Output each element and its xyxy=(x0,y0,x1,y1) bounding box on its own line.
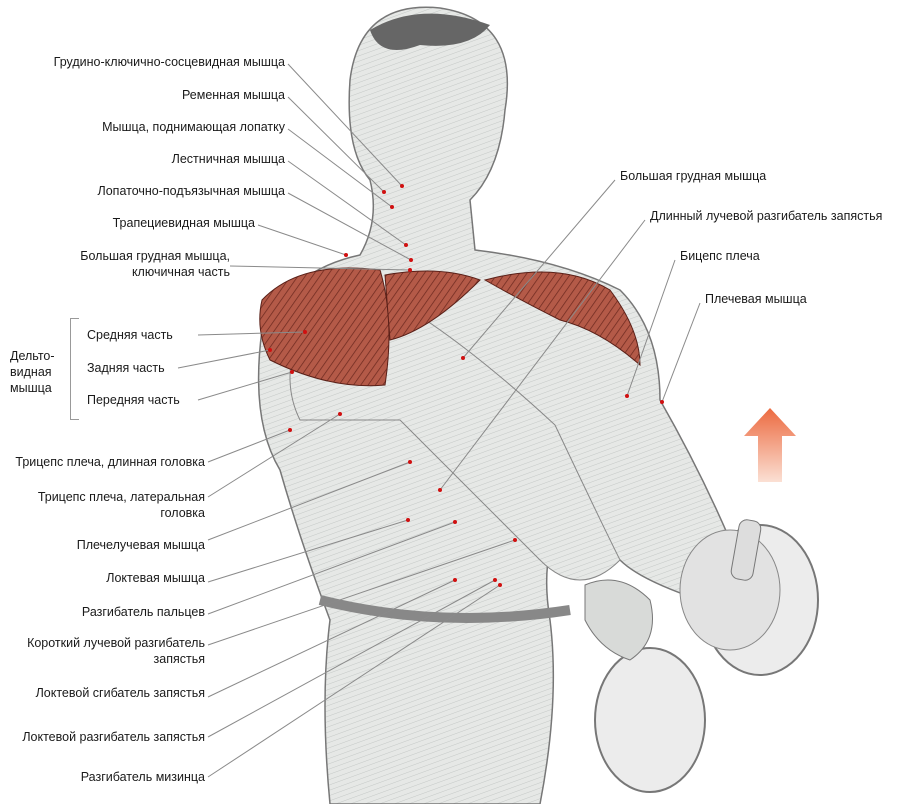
upward-arrow-icon xyxy=(744,408,796,482)
leader-line xyxy=(207,429,291,463)
label-omohyoid: Лопаточно-подъязычная мышца xyxy=(97,184,285,198)
label-deltoid: Дельто- видная мышца xyxy=(10,348,55,396)
leader-line xyxy=(207,579,456,698)
leader-dot xyxy=(453,520,457,524)
leader-dot xyxy=(290,370,294,374)
leader-dot xyxy=(406,518,410,522)
leader-line xyxy=(257,224,347,256)
leader-line xyxy=(661,302,701,403)
leader-dot xyxy=(438,488,442,492)
leader-line xyxy=(287,63,403,187)
leader-line xyxy=(229,265,411,271)
label-trapezius: Трапециевидная мышца xyxy=(112,216,255,230)
leader-dot xyxy=(408,460,412,464)
leader-dot xyxy=(303,330,307,334)
leader-dot xyxy=(400,184,404,188)
label-splenius: Ременная мышца xyxy=(181,88,285,102)
leader-line xyxy=(207,584,501,778)
leader-dot xyxy=(513,538,517,542)
label-triceps-long: Трицепс плеча, длинная головка xyxy=(15,455,205,469)
label-line: Дельто- xyxy=(10,349,55,363)
label-line: запястья xyxy=(153,652,205,666)
leader-line xyxy=(287,96,385,193)
label-line: видная xyxy=(10,365,52,379)
label-sternocleidomastoid: Грудино-ключично-сосцевидная мышца xyxy=(53,55,285,69)
label-scalene: Лестничная мышца xyxy=(171,152,285,166)
leader-line xyxy=(207,413,341,498)
label-extensor-digitorum: Разгибатель пальцев xyxy=(81,605,205,619)
label-pectoralis-major: Большая грудная мышца xyxy=(620,169,767,183)
label-brachialis: Плечевая мышца xyxy=(705,292,807,306)
leader-line xyxy=(287,192,412,261)
leader-line xyxy=(197,371,293,401)
leader-dot xyxy=(268,348,272,352)
leader-dot xyxy=(390,205,394,209)
label-deltoid-anterior: Передняя часть xyxy=(87,393,180,407)
leader-dot xyxy=(338,412,342,416)
leader-dot xyxy=(288,428,292,432)
leader-dot xyxy=(344,253,348,257)
label-line: Короткий лучевой разгибатель xyxy=(27,636,205,650)
leader-dot xyxy=(461,356,465,360)
label-fcu: Локтевой сгибатель запястья xyxy=(35,686,205,700)
leader-line xyxy=(207,521,456,615)
label-ecrl: Длинный лучевой разгибатель запястья xyxy=(650,209,883,223)
leader-line xyxy=(177,349,271,369)
label-line: мышца xyxy=(10,381,52,395)
leader-line xyxy=(626,259,676,397)
label-line: ключичная часть xyxy=(131,265,230,279)
label-ecrb: Короткий лучевой разгибатель запястья xyxy=(27,635,205,667)
label-extensor-digiti-minimi: Разгибатель мизинца xyxy=(80,770,205,784)
leader-dot xyxy=(493,578,497,582)
label-pectoralis-clavicular: Большая грудная мышца, ключичная часть xyxy=(80,248,230,280)
label-deltoid-posterior: Задняя часть xyxy=(87,361,165,375)
dumbbell xyxy=(584,519,819,793)
leader-dot xyxy=(409,258,413,262)
leader-line xyxy=(207,519,409,583)
leader-dot xyxy=(382,190,386,194)
leader-line xyxy=(287,128,393,208)
label-anconeus: Локтевая мышца xyxy=(106,571,205,585)
label-ecu: Локтевой разгибатель запястья xyxy=(22,730,205,744)
label-brachioradialis: Плечелучевая мышца xyxy=(76,538,205,552)
human-figure xyxy=(257,6,819,804)
label-biceps: Бицепс плеча xyxy=(680,249,760,263)
leader-line xyxy=(207,539,516,646)
leader-lines xyxy=(177,63,701,778)
label-line: головка xyxy=(160,506,205,520)
leader-line xyxy=(207,461,411,541)
label-line: Трицепс плеча, латеральная xyxy=(37,490,205,504)
leader-dot xyxy=(404,243,408,247)
label-triceps-lateral: Трицепс плеча, латеральная головка xyxy=(38,489,205,521)
leader-dots xyxy=(268,184,664,587)
leader-line xyxy=(207,579,496,738)
leader-dot xyxy=(453,578,457,582)
leader-line xyxy=(439,219,646,491)
leader-dot xyxy=(408,268,412,272)
leader-line xyxy=(287,160,407,246)
leader-line xyxy=(197,331,306,336)
leader-dot xyxy=(660,400,664,404)
deltoid-bracket xyxy=(70,318,79,420)
label-line: Большая грудная мышца, xyxy=(80,249,230,263)
label-levator-scapulae: Мышца, поднимающая лопатку xyxy=(102,120,285,134)
label-deltoid-middle: Средняя часть xyxy=(87,328,173,342)
leader-dot xyxy=(498,583,502,587)
leader-dot xyxy=(625,394,629,398)
leader-line xyxy=(462,179,616,359)
